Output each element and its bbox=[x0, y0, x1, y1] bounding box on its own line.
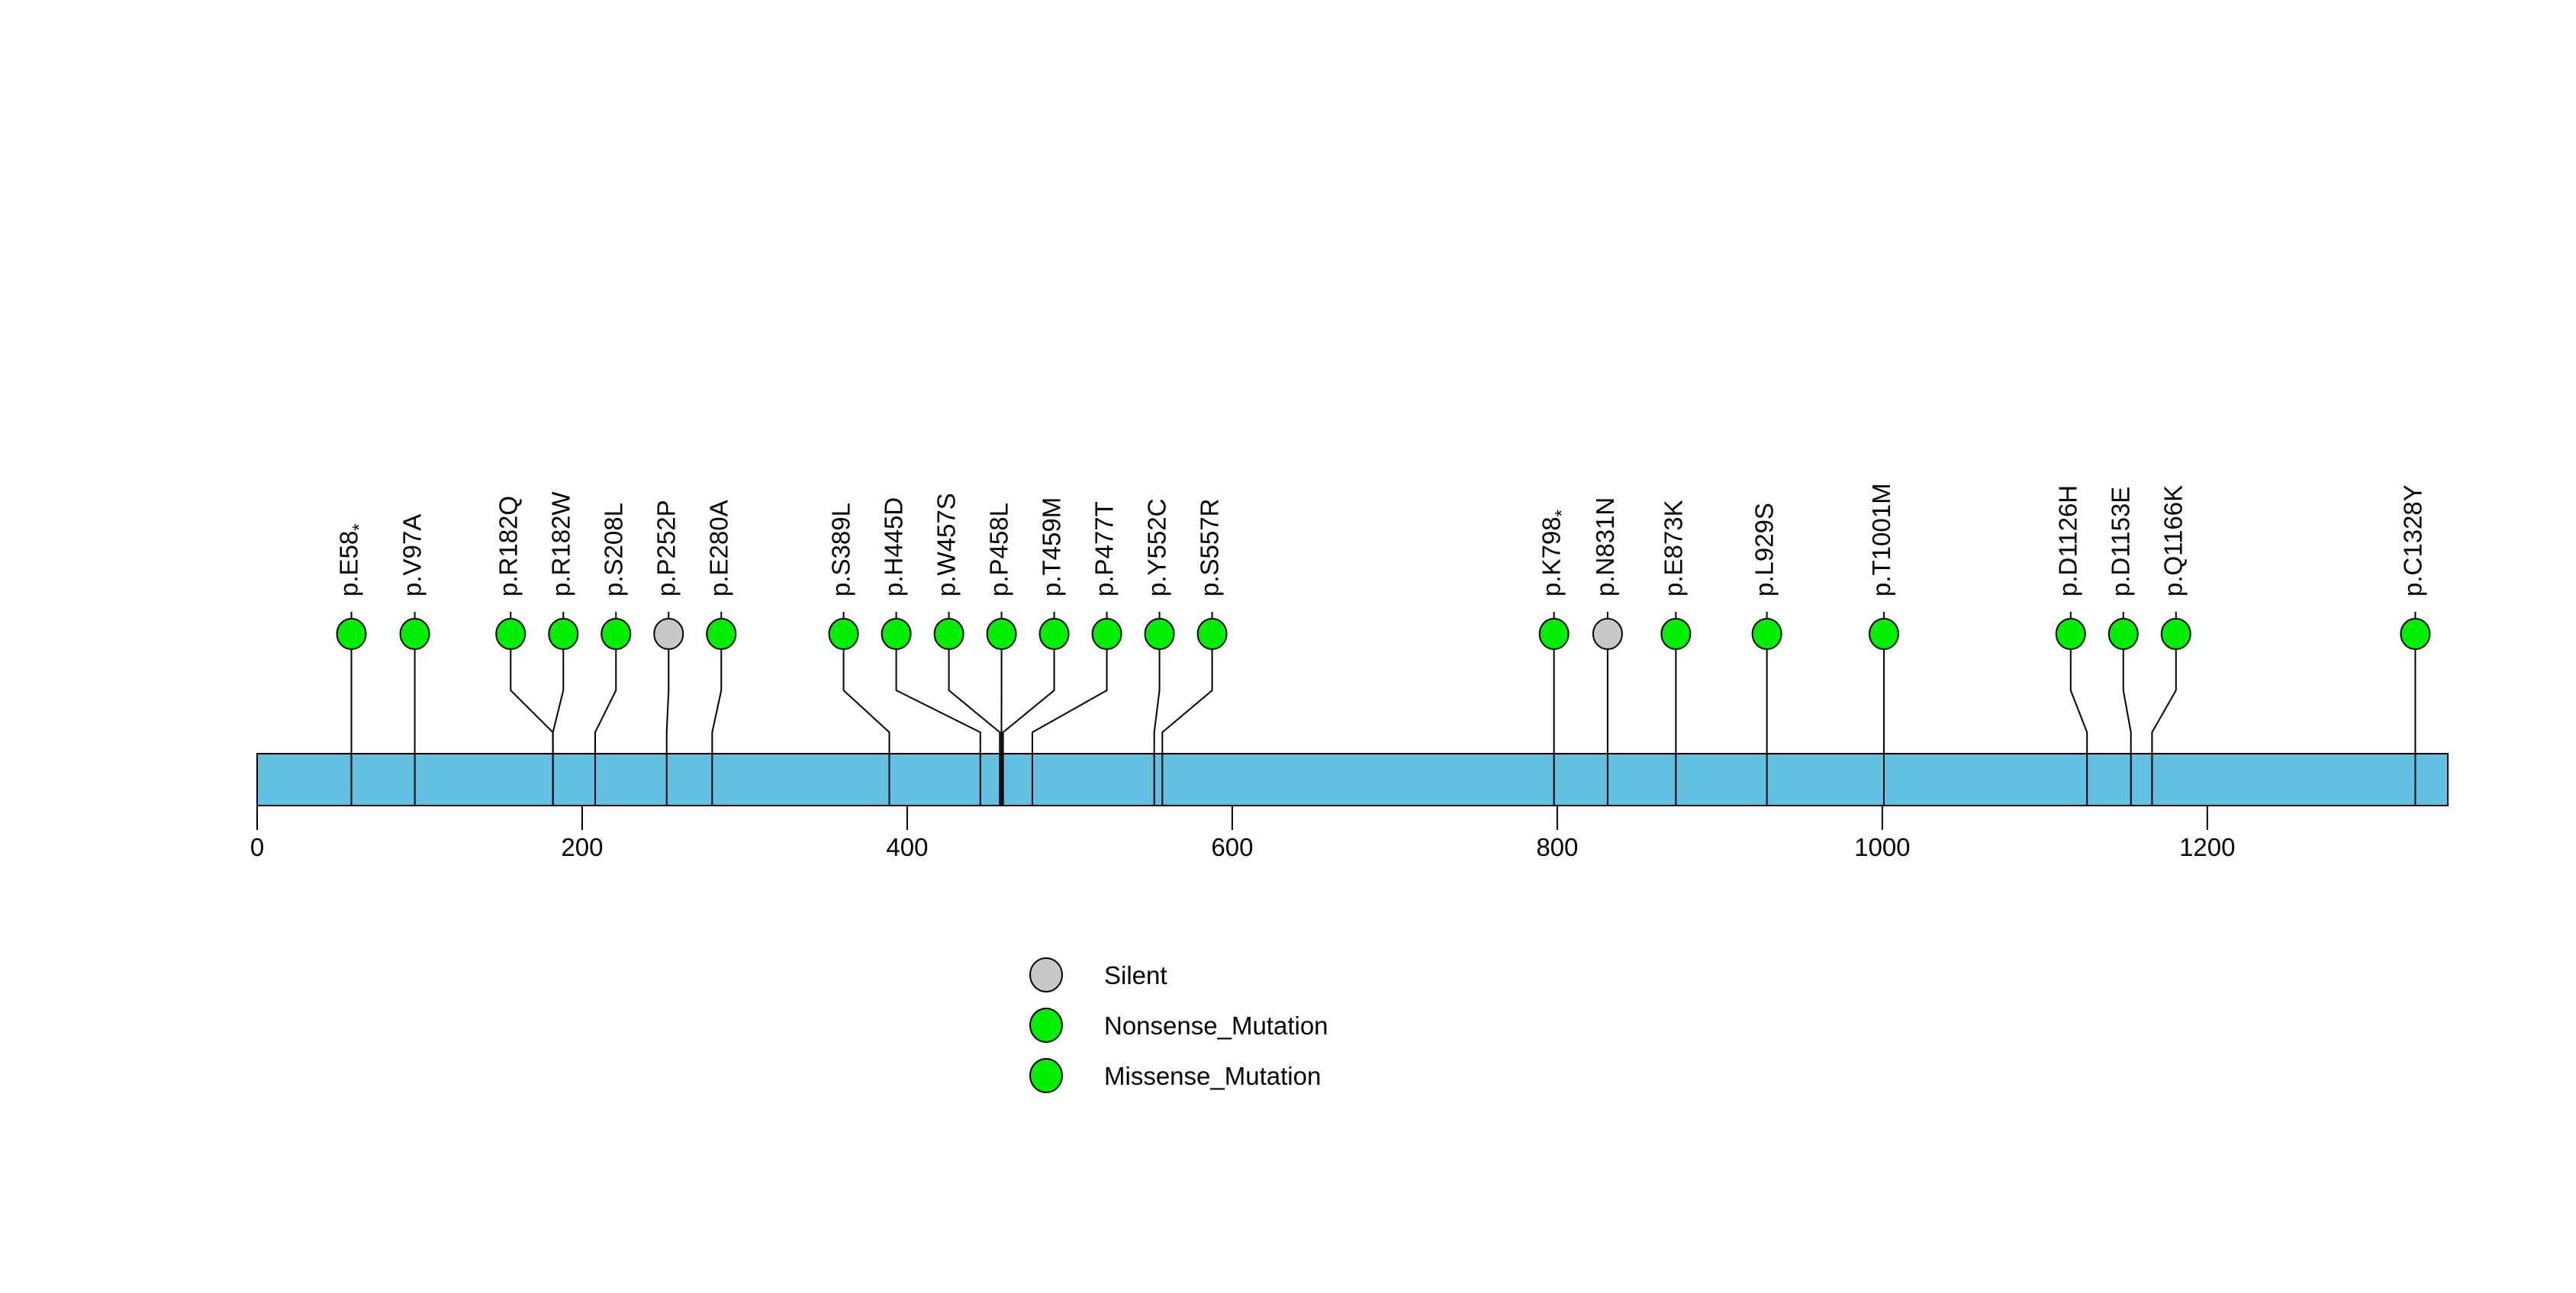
mutation-label-pk798: p.K798* bbox=[1538, 510, 1573, 597]
mutation-lollipop-pr182w bbox=[549, 619, 578, 649]
mutation-label-ps557r: p.S557R bbox=[1196, 499, 1224, 597]
mutation-lollipop-pd1153e bbox=[2109, 619, 2138, 649]
axis-tick-label-200: 200 bbox=[561, 833, 603, 861]
legend-label-nonsense-mutation: Nonsense_Mutation bbox=[1104, 1012, 1328, 1040]
mutation-lollipop-pp252p bbox=[654, 619, 683, 649]
legend-swatch-missense-mutation bbox=[1030, 1059, 1062, 1092]
mutation-label-pw457s: p.W457S bbox=[932, 493, 961, 597]
mutation-label-pv97a: p.V97A bbox=[398, 514, 427, 597]
mutation-lollipop-pr182q bbox=[496, 619, 525, 649]
mutation-label-pl929s: p.L929S bbox=[1750, 503, 1779, 597]
mutation-lollipop-pp477t bbox=[1093, 619, 1122, 649]
mutation-label-pt1001m: p.T1001M bbox=[1867, 483, 1895, 597]
mutation-lollipop-pp458l bbox=[987, 619, 1016, 649]
legend-swatch-nonsense-mutation bbox=[1030, 1008, 1062, 1042]
mutation-label-pt459m: p.T459M bbox=[1038, 497, 1066, 597]
mutation-label-pe58: p.E58* bbox=[335, 524, 370, 597]
axis-tick-label-1200: 1200 bbox=[2179, 833, 2235, 861]
mutation-label-pn831n: p.N831N bbox=[1591, 497, 1619, 597]
mutation-label-pe280a: p.E280A bbox=[704, 500, 733, 597]
mutation-lollipop-pt459m bbox=[1040, 619, 1069, 649]
mutation-lollipop-pw457s bbox=[935, 619, 964, 649]
mutation-lollipop-pe58 bbox=[337, 619, 366, 649]
legend-label-missense-mutation: Missense_Mutation bbox=[1104, 1062, 1321, 1090]
axis-tick-label-600: 600 bbox=[1211, 833, 1253, 861]
mutation-label-py552c: p.Y552C bbox=[1143, 499, 1171, 597]
mutation-label-pp477t: p.P477T bbox=[1090, 501, 1119, 597]
mutation-lollipop-py552c bbox=[1145, 619, 1174, 649]
mutation-lollipop-pv97a bbox=[401, 619, 430, 649]
legend-label-silent: Silent bbox=[1104, 961, 1167, 989]
axis-tick-label-0: 0 bbox=[250, 833, 264, 861]
mutation-lollipop-ps208l bbox=[601, 619, 630, 649]
mutation-label-pd1153e: p.D1153E bbox=[2107, 487, 2135, 597]
mutation-label-pc1328y: p.C1328Y bbox=[2398, 484, 2426, 597]
axis-tick-label-800: 800 bbox=[1536, 833, 1578, 861]
mutation-label-pe873k: p.E873K bbox=[1659, 500, 1687, 597]
mutation-lollipop-pq1166k bbox=[2162, 619, 2191, 649]
mutation-lollipop-pe280a bbox=[707, 619, 736, 649]
legend-swatch-silent bbox=[1030, 958, 1062, 992]
mutation-lollipop-pt1001m bbox=[1869, 619, 1898, 649]
mutation-label-pp252p: p.P252P bbox=[652, 500, 680, 597]
mutation-lollipop-pk798 bbox=[1540, 619, 1569, 649]
mutation-label-pr182q: p.R182Q bbox=[494, 496, 522, 597]
mutation-label-pq1166k: p.Q1166K bbox=[2159, 485, 2188, 597]
mutation-lollipop-pn831n bbox=[1593, 619, 1622, 649]
axis-tick-label-400: 400 bbox=[886, 833, 928, 861]
mutation-label-ps389l: p.S389L bbox=[827, 503, 855, 597]
mutation-label-pd1126h: p.D1126H bbox=[2054, 485, 2082, 597]
mutation-label-ps208l: p.S208L bbox=[599, 503, 627, 597]
mutation-lollipop-pc1328y bbox=[2401, 619, 2429, 649]
protein-backbone-bar bbox=[257, 754, 2448, 806]
mutation-lollipop-ps557r bbox=[1198, 619, 1227, 649]
mutation-label-pp458l: p.P458L bbox=[985, 503, 1013, 597]
mutation-label-ph445d: p.H445D bbox=[880, 497, 908, 597]
mutation-label-pr182w: p.R182W bbox=[546, 491, 575, 597]
mutation-lollipop-ph445d bbox=[882, 619, 911, 649]
mutation-lollipop-pd1126h bbox=[2056, 619, 2085, 649]
mutation-lollipop-pl929s bbox=[1753, 619, 1782, 649]
mutation-lollipop-pe873k bbox=[1661, 619, 1690, 649]
mutation-lollipop-ps389l bbox=[829, 619, 858, 649]
axis-tick-label-1000: 1000 bbox=[1854, 833, 1910, 861]
